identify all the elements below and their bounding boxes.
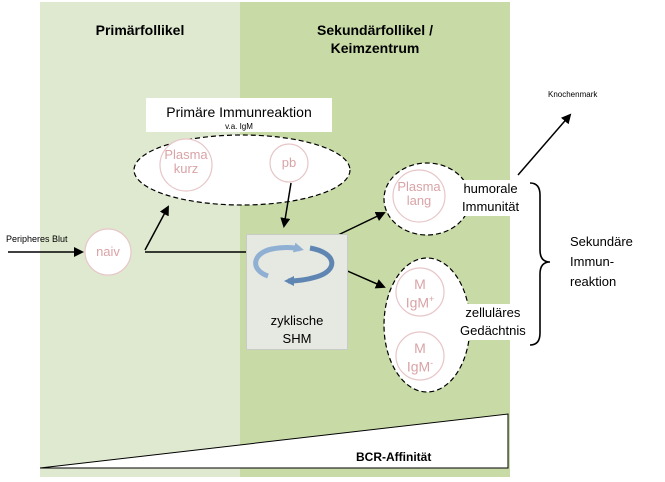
memory-igm-minus-label-2: IgM- [406,358,434,375]
secondary-response-brace [529,182,551,346]
shm-label-line2: SHM [282,331,312,346]
memory-igm-plus-label-2: IgM+ [405,294,435,311]
memory-igm-minus-cell [395,331,445,381]
cellular-label: zelluläres Gedächtnis [456,304,530,340]
naive-to-primary-arrow [144,205,169,251]
secondary-label-line1: Sekundäre [570,234,633,249]
secondary-label-line3: reaktion [570,274,617,289]
pb-to-shm-arrow [280,182,292,228]
secondary-response-label: Sekundäre Immun- reaktion [570,232,633,292]
shm-label-line1: zyklische [270,313,324,328]
primary-response-box [146,98,332,132]
bone-marrow-label: Knochenmark [548,90,598,99]
humoral-label-line2: Immunität [462,199,520,214]
cellular-label-line1: zelluläres [465,305,521,320]
plasmablast-label: pb [281,155,297,170]
shm-to-plasma-arrow [335,211,386,237]
plasma-long-label-1: Plasma [397,179,441,194]
memory-igm-plus-label-1: M [414,276,426,292]
plasma-short-cell [159,138,213,192]
affinity-wedge [39,413,509,469]
secondary-follicle-title-line1: Sekundärfollikel / [317,22,433,38]
cellular-label-line2: Gedächtnis [460,323,526,338]
naive-cell [84,228,132,276]
memory-igm-plus-cell [395,267,445,317]
plasma-to-bone-marrow-arrow [517,113,572,176]
primary-response-subtitle: v.a. IgM [225,122,253,131]
plasmablast-cell [269,143,309,183]
peripheral-blood-label: Peripheres Blut [6,234,68,244]
shm-label: zyklische SHM [246,312,348,348]
primary-response-title: Primäre Immunreaktion [166,104,312,120]
secondary-label-line2: Immun- [570,254,615,269]
memory-igm-minus-label-1: M [414,340,426,356]
affinity-label: BCR-Affinität [356,450,432,464]
humoral-label-line1: humorale [463,181,518,196]
humoral-label: humorale Immunität [458,180,524,216]
plasma-long-label-2: lang [406,193,432,208]
cycle-arrow-icon [253,242,335,286]
plasma-short-label-2: kurz [173,161,199,176]
plasma-short-label-1: Plasma [164,147,208,162]
secondary-follicle-title-line2: Keimzentrum [330,40,420,56]
primary-follicle-panel [40,2,240,477]
plasma-long-cell [392,169,446,223]
naive-label: naiv [96,244,120,259]
primary-follicle-title: Primärfollikel [95,22,185,38]
